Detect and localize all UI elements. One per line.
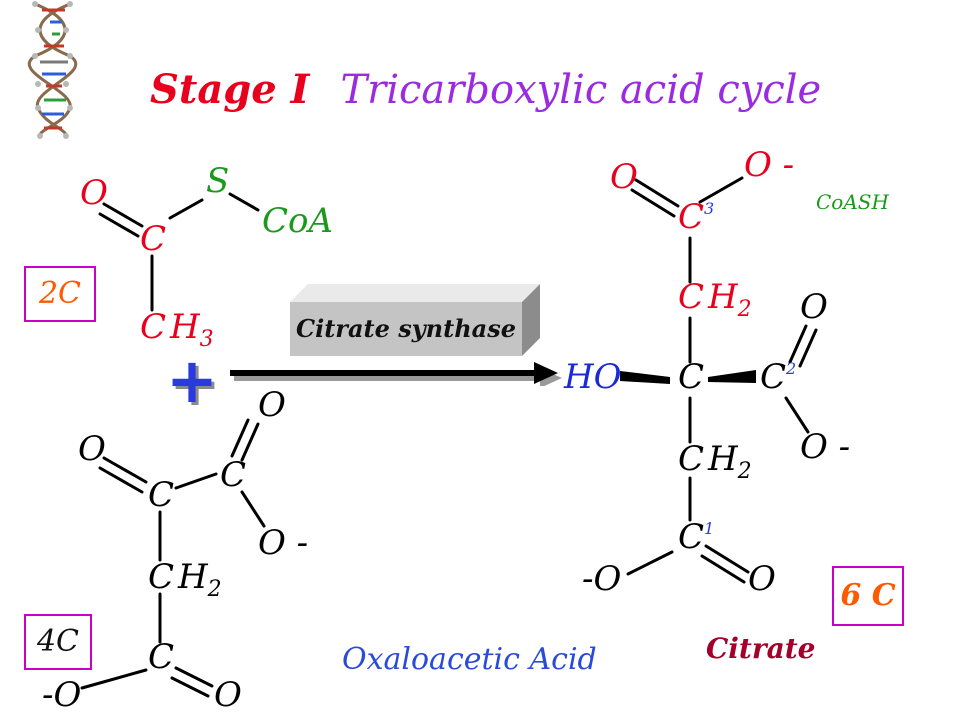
- page-title: Stage I Tricarboxylic acid cycle: [150, 66, 821, 113]
- c2-carbon: C: [760, 357, 787, 397]
- title-cycle: Tricarboxylic acid cycle: [340, 67, 822, 113]
- ch2b-subscript: 2: [737, 459, 752, 484]
- oaa-oxygen-top: O: [258, 385, 286, 425]
- oaa-ch2-subscript: 2: [207, 577, 222, 602]
- acetyl-sulfur: S: [206, 161, 230, 201]
- citrate-central-carbon: C: [678, 357, 705, 397]
- oaa-oxygen-minus: O -: [258, 523, 309, 563]
- citrate-oxygen-right: O: [800, 287, 828, 327]
- title-stage: Stage I: [150, 66, 310, 113]
- citrate-hydroxyl: HO: [564, 357, 622, 397]
- plus-sign: +: [166, 344, 218, 417]
- ch2a-hydrogen: H: [708, 277, 738, 317]
- ch2b-hydrogen: H: [708, 439, 738, 479]
- c1-number: 1: [704, 519, 715, 538]
- citrate-oxygen-top-left: O: [610, 157, 638, 197]
- oxaloacetic-acid-label: Oxaloacetic Acid: [342, 642, 597, 677]
- c3-carbon: C: [678, 197, 705, 237]
- ch2b-carbon: C: [678, 439, 705, 479]
- c1-carbon: C: [678, 517, 705, 557]
- methyl-hydrogen: H: [170, 307, 200, 347]
- carbon-count-4c-box: 4C: [24, 614, 92, 670]
- ch2a-subscript: 2: [737, 297, 752, 322]
- oaa-oxygen-left: O: [78, 429, 106, 469]
- reaction-arrow: [230, 362, 562, 386]
- ch2a-carbon: C: [678, 277, 705, 317]
- enzyme-box: Citrate synthase: [290, 284, 540, 356]
- methyl-carbon: C: [140, 307, 167, 347]
- citrate-oxygen-minus-top: O -: [744, 145, 795, 185]
- citrate-label: Citrate: [706, 632, 816, 665]
- enzyme-label: Citrate synthase: [296, 314, 516, 343]
- citrate-bottom-oxygen-minus: -O: [582, 559, 622, 599]
- citrate-c1: C1: [678, 520, 714, 554]
- citrate-bottom-oxygen: O: [748, 559, 776, 599]
- oaa-bottom-oxygen: O: [214, 675, 242, 715]
- c2-number: 2: [786, 359, 797, 378]
- citrate-c3: C3: [678, 200, 714, 234]
- oaa-bottom-oxygen-minus: -O: [42, 675, 82, 715]
- oaa-ch2-hydrogen: H: [178, 557, 208, 597]
- c3-number: 3: [704, 199, 715, 218]
- oaa-keto-carbon: C: [148, 475, 175, 515]
- oaa-carboxyl-carbon: C: [220, 455, 247, 495]
- carbon-count-6c-box: 6 C: [832, 566, 904, 626]
- acetyl-carbonyl-carbon: C: [140, 219, 167, 259]
- coash-label: CoASH: [816, 190, 889, 214]
- citrate-oxygen-minus-right: O -: [800, 427, 851, 467]
- acetyl-oxygen: O: [80, 173, 108, 213]
- carbon-count-2c-box: 2C: [24, 266, 96, 322]
- dna-helix-icon: [27, 1, 78, 139]
- oaa-bottom-carbon: C: [148, 637, 175, 677]
- citrate-c2: C2: [760, 360, 796, 394]
- methyl-subscript: 3: [199, 327, 214, 352]
- oaa-ch2-carbon: C: [148, 557, 175, 597]
- acetyl-coa-label: CoA: [262, 201, 334, 241]
